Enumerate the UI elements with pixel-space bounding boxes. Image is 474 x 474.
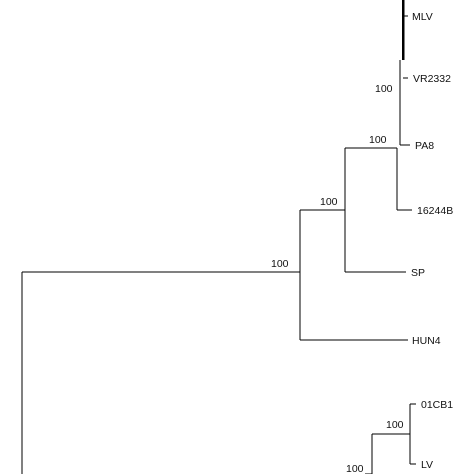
taxon-label-hun4: HUN4 xyxy=(412,335,441,347)
taxon-label-vr2332: VR2332 xyxy=(413,73,451,85)
bootstrap-label-lower-node: 100 xyxy=(346,463,364,474)
taxon-label-lv: LV xyxy=(421,459,433,471)
taxon-label-16244b: 16244B xyxy=(417,205,453,217)
taxon-label-sp: SP xyxy=(411,267,425,279)
taxon-label-pa8: PA8 xyxy=(415,140,434,152)
taxon-label-mlv: MLV xyxy=(412,11,433,23)
bootstrap-label-pa8-node: 100 xyxy=(369,134,387,146)
bootstrap-label-16244b-node: 100 xyxy=(320,196,338,208)
bootstrap-label-vr-node: 100 xyxy=(375,83,393,95)
bootstrap-label-01cb1-node: 100 xyxy=(386,419,404,431)
bootstrap-label-sp-node: 100 xyxy=(271,258,289,270)
taxon-label-01cb1: 01CB1 xyxy=(421,399,453,411)
